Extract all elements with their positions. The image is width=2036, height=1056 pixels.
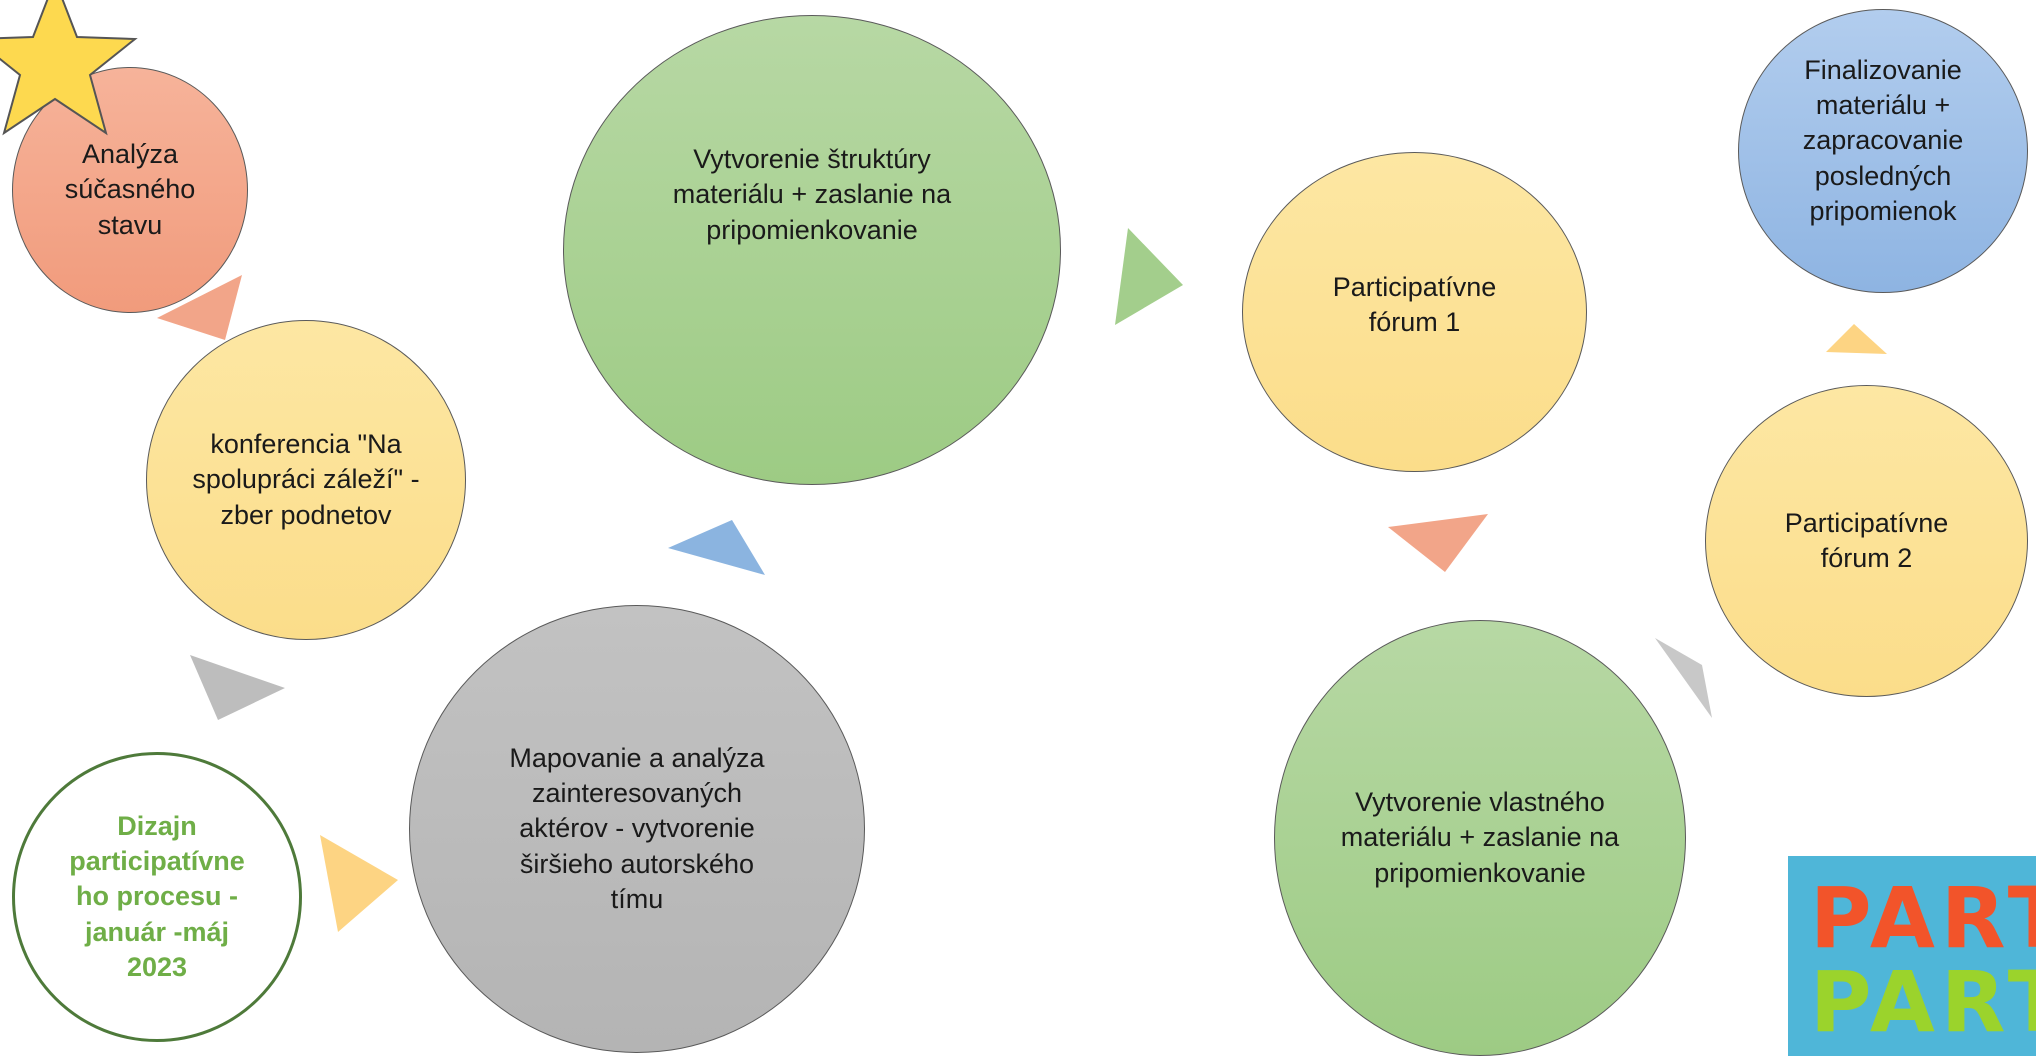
node-vytvorenie-vlastneho-materialu: Vytvorenie vlastného materiálu + zaslani… (1274, 620, 1686, 1056)
node-participativne-forum-2: Participatívne fórum 2 (1705, 385, 2028, 697)
arrow-dizajn-mapovanie (320, 835, 398, 932)
node-analyza-sucasneho-stavu: Analýza súčasného stavu (12, 67, 248, 313)
node-label: Participatívne fórum 2 (1784, 507, 1949, 573)
node-label: Participatívne fórum 1 (1332, 271, 1497, 337)
node-label: Finalizovanie materiálu + zapracovanie p… (1802, 55, 1964, 226)
arrow-forum1-vlastny (1388, 514, 1488, 572)
node-dizajn-participativneho-procesu: Dizajn participatívne ho procesu - januá… (12, 752, 302, 1042)
node-participativne-forum-1: Participatívne fórum 1 (1242, 152, 1587, 472)
arrow-analyza-konferencia (157, 275, 242, 340)
arrow-vlastny-forum2 (1655, 638, 1712, 718)
arrow-dizajn-konferencia (190, 655, 285, 720)
node-mapovanie-a-analyza: Mapovanie a analýza zainteresovaných akt… (409, 605, 865, 1053)
star-icon (0, 0, 138, 136)
arrow-forum2-finalizovanie (1826, 324, 1887, 354)
node-vytvorenie-struktury: Vytvorenie štruktúry materiálu + zaslani… (563, 15, 1061, 485)
node-finalizovanie-materialu: Finalizovanie materiálu + zapracovanie p… (1738, 9, 2028, 293)
arrow-mapovanie-struktura (668, 520, 765, 575)
logo-text-line-1: PART (1810, 869, 2036, 967)
node-label: Dizajn participatívne ho procesu - januá… (69, 811, 245, 982)
arrow-struktura-forum1 (1115, 228, 1183, 325)
node-label: Vytvorenie vlastného materiálu + zaslani… (1340, 787, 1620, 888)
node-label: Mapovanie a analýza zainteresovaných akt… (509, 743, 765, 914)
node-label: Analýza súčasného stavu (64, 139, 196, 240)
participation-logo: PART PART (1788, 856, 2036, 1056)
node-konferencia: konferencia "Na spolupráci záleží" - zbe… (146, 320, 466, 640)
logo-text-line-2: PART (1810, 953, 2036, 1051)
node-label: Vytvorenie štruktúry materiálu + zaslani… (672, 144, 952, 245)
node-label: konferencia "Na spolupráci záleží" - zbe… (192, 429, 420, 530)
